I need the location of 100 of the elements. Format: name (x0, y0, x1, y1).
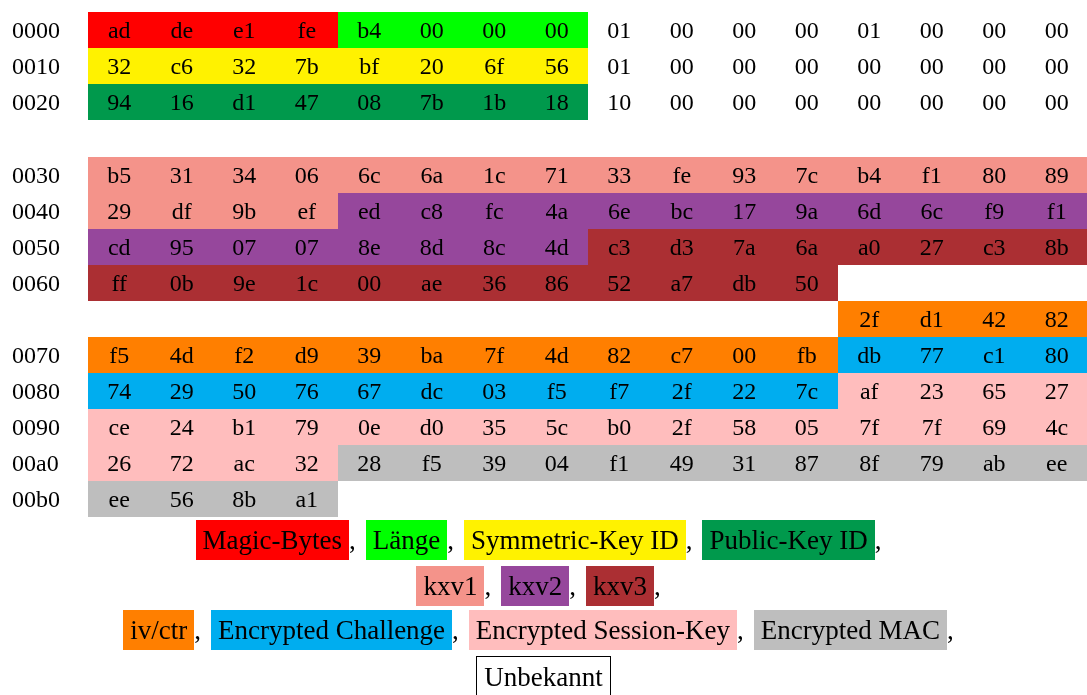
comma: , (447, 525, 454, 556)
hex-byte: 56 (525, 48, 588, 84)
hex-byte: ab (963, 445, 1026, 481)
hex-byte: d0 (400, 409, 463, 445)
hex-byte: d3 (650, 229, 713, 265)
hex-byte: a0 (838, 229, 901, 265)
hex-byte: 79 (275, 409, 338, 445)
hex-byte: f5 (525, 373, 588, 409)
hex-byte: 9b (213, 193, 276, 229)
hex-byte: fe (650, 157, 713, 193)
legend-label: Public-Key ID (702, 520, 875, 560)
hex-byte: fb (775, 337, 838, 373)
hex-byte: 71 (525, 157, 588, 193)
legend-label: Encrypted MAC (753, 610, 948, 650)
hex-byte: 1b (463, 84, 526, 120)
hex-byte: 7c (775, 157, 838, 193)
hex-byte: 50 (775, 265, 838, 301)
hex-byte: 69 (963, 409, 1026, 445)
hex-byte: 6a (775, 229, 838, 265)
hex-byte: 8d (400, 229, 463, 265)
hex-byte: 2f (650, 373, 713, 409)
offset-label: 0090 (12, 413, 60, 442)
hex-byte: 6f (463, 48, 526, 84)
hex-byte: 8e (338, 229, 401, 265)
hex-byte: 31 (150, 157, 213, 193)
legend-label: Symmetric-Key ID (464, 520, 686, 560)
hex-byte: 6a (400, 157, 463, 193)
comma: , (569, 571, 576, 602)
hex-byte: 35 (463, 409, 526, 445)
comma: , (947, 615, 954, 646)
hex-byte: dc (400, 373, 463, 409)
hex-byte: 0e (338, 409, 401, 445)
hex-byte: 79 (900, 445, 963, 481)
hex-byte: 8b (213, 481, 276, 517)
hex-byte: c1 (963, 337, 1026, 373)
hex-byte: 4a (525, 193, 588, 229)
hex-byte: 28 (338, 445, 401, 481)
hex-byte: 17 (713, 193, 776, 229)
hex-byte: 00 (463, 12, 526, 48)
hex-byte: 52 (588, 265, 651, 301)
hex-byte: 0b (150, 265, 213, 301)
hex-byte: 8f (838, 445, 901, 481)
hex-byte: 4d (525, 229, 588, 265)
hex-byte: 29 (150, 373, 213, 409)
hex-byte: ee (1025, 445, 1087, 481)
hex-byte: 6c (338, 157, 401, 193)
legend-label: iv/ctr (123, 610, 195, 650)
hex-byte: 32 (88, 48, 151, 84)
comma: , (874, 525, 882, 556)
hex-byte: 6c (900, 193, 963, 229)
comma: , (653, 571, 661, 602)
hex-byte: ae (400, 265, 463, 301)
hex-byte: 74 (88, 373, 151, 409)
comma: , (737, 615, 744, 646)
hex-byte: d9 (275, 337, 338, 373)
hex-byte: db (838, 337, 901, 373)
hex-byte: 00 (338, 265, 401, 301)
hex-byte: 2f (650, 409, 713, 445)
hex-byte: 95 (150, 229, 213, 265)
hex-byte: ad (88, 12, 151, 48)
hex-byte: cd (88, 229, 151, 265)
hex-byte: ba (400, 337, 463, 373)
hex-byte: fc (463, 193, 526, 229)
offset-label: 0070 (12, 341, 60, 370)
hex-byte: 07 (275, 229, 338, 265)
hex-byte: 82 (588, 337, 651, 373)
hex-byte: 86 (525, 265, 588, 301)
hex-byte: a1 (275, 481, 338, 517)
hex-byte: 1c (275, 265, 338, 301)
hex-byte: 07 (213, 229, 276, 265)
hex-byte: 94 (88, 84, 151, 120)
hex-byte: 39 (463, 445, 526, 481)
hex-byte: 32 (213, 48, 276, 84)
hex-byte: 27 (900, 229, 963, 265)
hex-byte: 7c (775, 373, 838, 409)
hex-byte: c8 (400, 193, 463, 229)
hex-byte: 4d (525, 337, 588, 373)
hex-byte: 34 (213, 157, 276, 193)
legend-label: kxv2 (501, 566, 570, 606)
hex-byte: 80 (1025, 337, 1087, 373)
hex-byte: a7 (650, 265, 713, 301)
hex-byte: 67 (338, 373, 401, 409)
hex-byte: 20 (400, 48, 463, 84)
hex-byte: f1 (1025, 193, 1087, 229)
hex-byte: 23 (900, 373, 963, 409)
hex-byte: 7a (713, 229, 776, 265)
hex-byte: 58 (713, 409, 776, 445)
hex-byte: 5c (525, 409, 588, 445)
hex-byte: 49 (650, 445, 713, 481)
hex-byte: 42 (963, 301, 1026, 337)
hex-byte: 72 (150, 445, 213, 481)
hex-byte: 33 (588, 157, 651, 193)
hex-byte: b1 (213, 409, 276, 445)
hex-byte: f2 (213, 337, 276, 373)
legend-label: Länge (365, 520, 448, 560)
offset-label: 00b0 (12, 485, 60, 514)
hex-byte: 4d (150, 337, 213, 373)
hex-byte: 7b (275, 48, 338, 84)
offset-label: 0030 (12, 161, 60, 190)
hex-byte: c6 (150, 48, 213, 84)
